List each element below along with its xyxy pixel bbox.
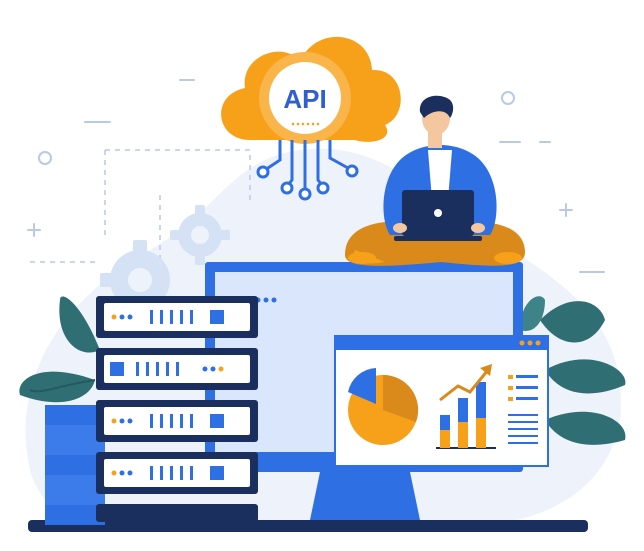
cloud-icon: API (221, 36, 401, 144)
bar-chart-icon (436, 382, 496, 449)
person-with-laptop (345, 95, 525, 266)
pie-chart-icon (348, 368, 419, 445)
base-platform (28, 520, 588, 532)
trend-arrow-icon (439, 364, 492, 402)
leaf-icon (520, 296, 626, 445)
dashboard-card (334, 335, 549, 467)
server-rack-icon (45, 296, 258, 525)
laptop-icon (394, 190, 482, 241)
sparkle-decorations (27, 79, 605, 273)
gear-icon (100, 240, 170, 310)
legend-lines (508, 375, 538, 444)
dashed-connectors (30, 149, 251, 300)
circuit-nodes (256, 164, 359, 201)
api-label: API (283, 84, 326, 114)
leaf-icon (19, 296, 100, 403)
gear-icon (170, 205, 230, 265)
